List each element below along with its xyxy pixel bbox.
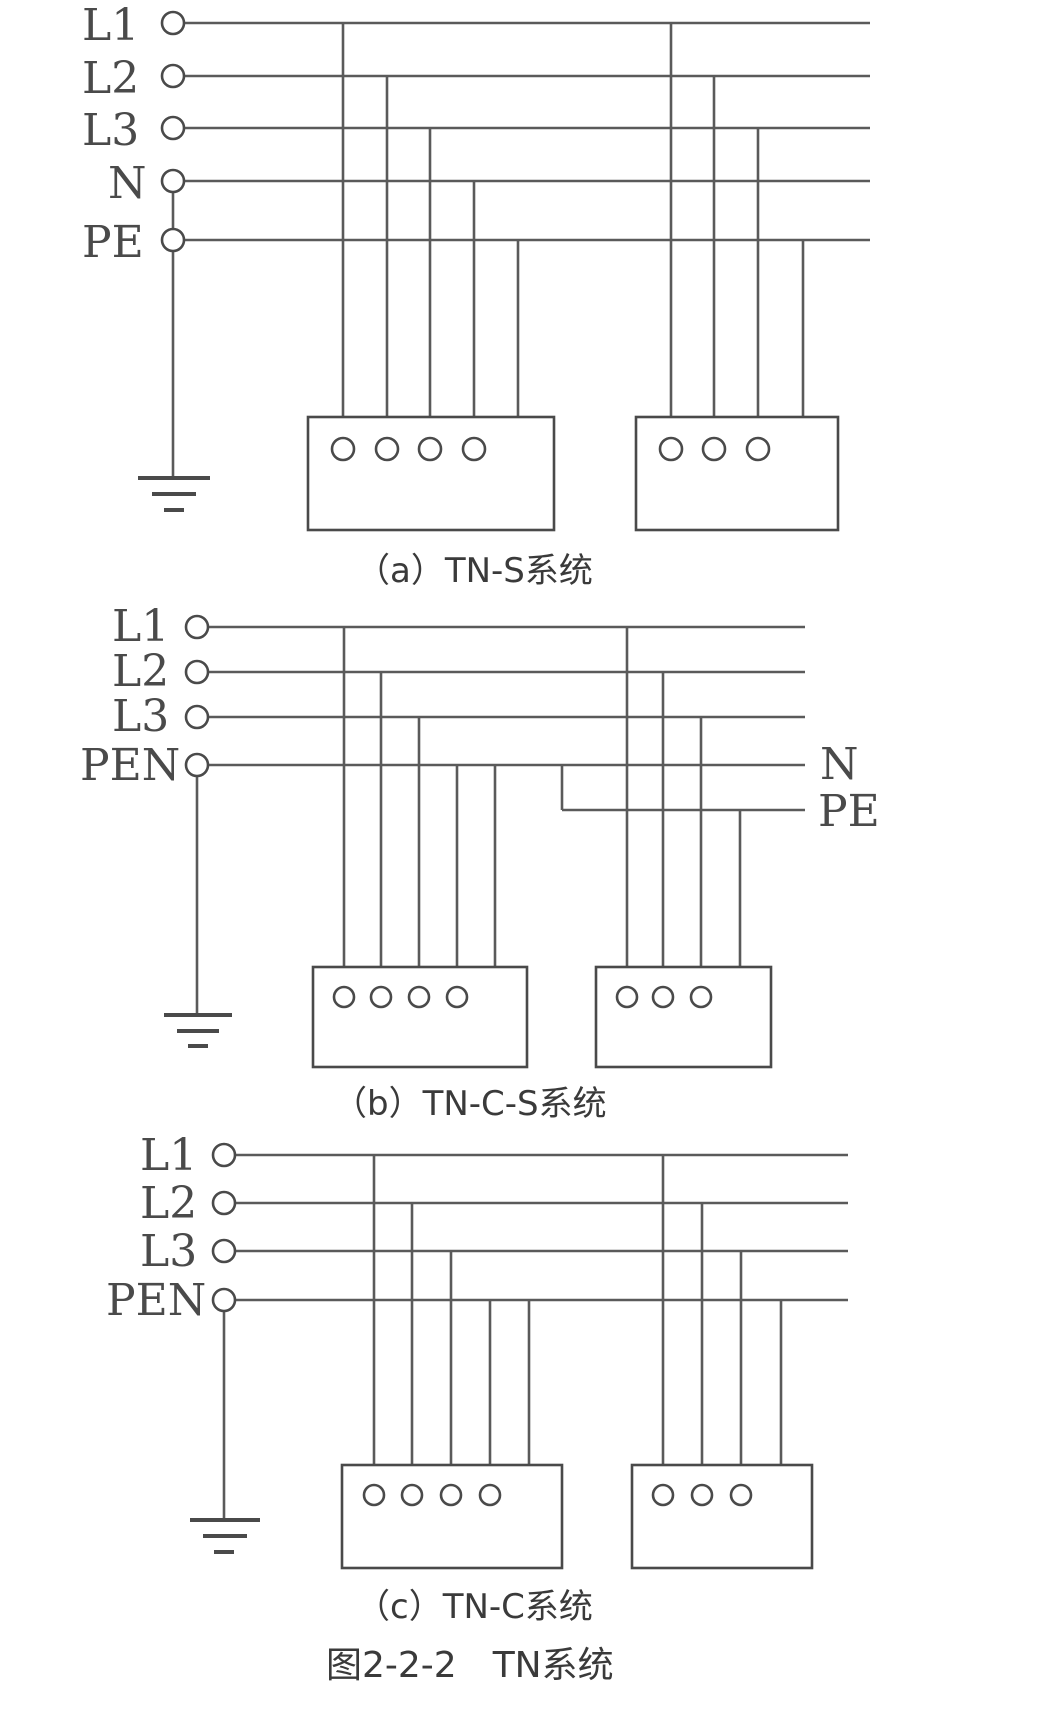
source-terminal-l2 [184, 659, 210, 685]
source-label-l3: L3 [112, 691, 169, 742]
source-label-pen: PEN [106, 1275, 206, 1326]
panel-a-tn-s: L1 L2 L3 N PE [82, 0, 870, 591]
source-terminal-l1 [211, 1142, 237, 1168]
source-terminal-n [160, 168, 186, 194]
caption-a: （a）TN-S系统 [356, 551, 593, 591]
right-label-n: N [820, 739, 859, 790]
ground-icon [138, 476, 210, 512]
right-label-pe: PE [818, 786, 880, 837]
source-label-pen: PEN [80, 740, 180, 791]
source-terminal-l1 [160, 10, 186, 36]
load-three-wire [634, 23, 840, 532]
source-terminal-pe [160, 227, 186, 253]
source-label-l1: L1 [140, 1130, 197, 1181]
source-label-l2: L2 [140, 1178, 197, 1229]
caption-b: （b）TN-C-S系统 [333, 1084, 607, 1124]
source-terminal-pen [184, 752, 210, 778]
source-label-l1: L1 [112, 601, 169, 652]
load-four-wire [306, 23, 556, 532]
ground-icon [190, 1518, 260, 1554]
caption-c: （c）TN-C系统 [356, 1587, 593, 1627]
source-terminal-l1 [184, 614, 210, 640]
source-label-n: N [108, 158, 147, 209]
source-terminal-l3 [184, 704, 210, 730]
source-terminal-l2 [211, 1190, 237, 1216]
figure-title: 图2-2-2 TN系统 [326, 1645, 614, 1686]
source-label-l3: L3 [82, 105, 139, 156]
source-label-l2: L2 [82, 53, 139, 104]
source-terminal-l2 [160, 63, 186, 89]
source-label-l1: L1 [82, 0, 139, 51]
panel-c-tn-c: L1 L2 L3 PEN [106, 1130, 848, 1627]
source-terminal-l3 [211, 1238, 237, 1264]
load-four-wire [340, 1155, 564, 1570]
source-label-l3: L3 [140, 1226, 197, 1277]
load-four-wire [311, 627, 529, 1069]
load-three-wire [630, 1155, 814, 1570]
source-label-pe: PE [82, 217, 144, 268]
source-label-l2: L2 [112, 646, 169, 697]
ground-icon [164, 1013, 232, 1048]
source-terminal-pen [211, 1287, 237, 1313]
panel-b-tn-c-s: L1 L2 L3 PEN N PE [80, 601, 880, 1124]
source-terminal-l3 [160, 115, 186, 141]
load-three-wire [594, 627, 773, 1069]
